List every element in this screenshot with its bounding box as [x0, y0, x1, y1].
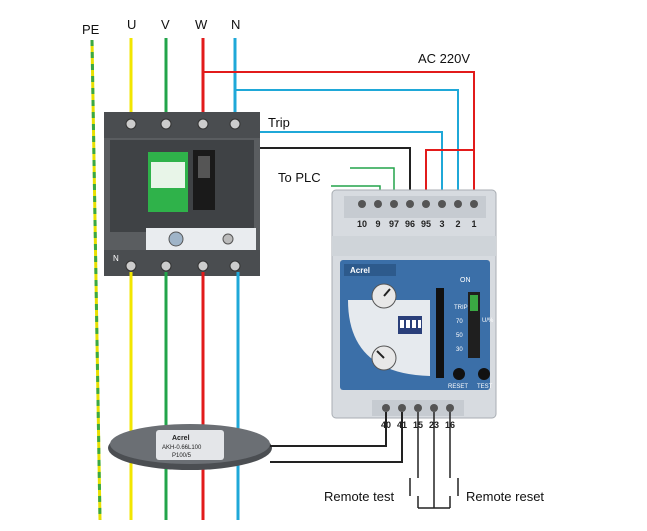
- phase-label-n: N: [231, 17, 240, 32]
- reset-label: RESET: [448, 384, 468, 390]
- shunt-trip-wire: [250, 147, 411, 196]
- terminal-2: 2: [455, 219, 460, 229]
- phase-label-v: V: [161, 17, 170, 32]
- relay-brand: Acrel: [350, 266, 370, 275]
- ct-model: AKH-0.66L100: [162, 445, 202, 451]
- ct-serial: P100/5: [172, 453, 192, 459]
- current-transformer: Acrel AKH-0.66L100 P100/5: [108, 424, 272, 470]
- phase-label-w: W: [195, 17, 208, 32]
- reset-button: [453, 368, 465, 380]
- unit-label: U/%: [482, 318, 494, 324]
- terminal-9: 9: [375, 219, 380, 229]
- test-button: [478, 368, 490, 380]
- scale-50: 50: [456, 333, 463, 339]
- jumper-wire: [425, 149, 474, 196]
- ct-wire-s2: [270, 412, 403, 463]
- pe-conductor: [90, 39, 102, 521]
- terminal-97: 97: [389, 219, 399, 229]
- terminal-10: 10: [357, 219, 367, 229]
- test-label: TEST: [477, 384, 493, 390]
- circuit-breaker: N: [104, 112, 260, 276]
- remote-test-label: Remote test: [324, 489, 394, 504]
- scale-30: 30: [456, 347, 463, 353]
- trip-wire: [235, 131, 443, 196]
- scale-70: 70: [456, 319, 463, 325]
- breaker-pole-label: N: [113, 254, 119, 263]
- ac-supply-label: AC 220V: [418, 51, 470, 66]
- remote-switch-wiring: [409, 412, 459, 509]
- relay-top-terminal-screws: [358, 200, 478, 208]
- terminal-95: 95: [421, 219, 431, 229]
- rcm-relay: 10 9 97 96 95 3 2 1 Acrel ON TRIP 70 50 …: [331, 189, 497, 430]
- trip-label: Trip: [268, 115, 290, 130]
- terminal-1: 1: [471, 219, 476, 229]
- terminal-96: 96: [405, 219, 415, 229]
- relay-bottom-terminal-screws: [382, 404, 454, 412]
- phase-label-u: U: [127, 17, 136, 32]
- phase-label-pe: PE: [82, 22, 100, 37]
- supply-wire-line: [203, 71, 475, 196]
- terminal-3: 3: [439, 219, 444, 229]
- ct-wire-s1: [270, 412, 387, 447]
- supply-wire-neutral: [235, 89, 459, 196]
- on-label: ON: [460, 277, 471, 284]
- ct-brand: Acrel: [172, 435, 190, 442]
- trip-scale-label: TRIP: [454, 305, 468, 311]
- remote-reset-label: Remote reset: [466, 489, 544, 504]
- plc-wire-b: [350, 167, 395, 196]
- to-plc-label: To PLC: [278, 170, 321, 185]
